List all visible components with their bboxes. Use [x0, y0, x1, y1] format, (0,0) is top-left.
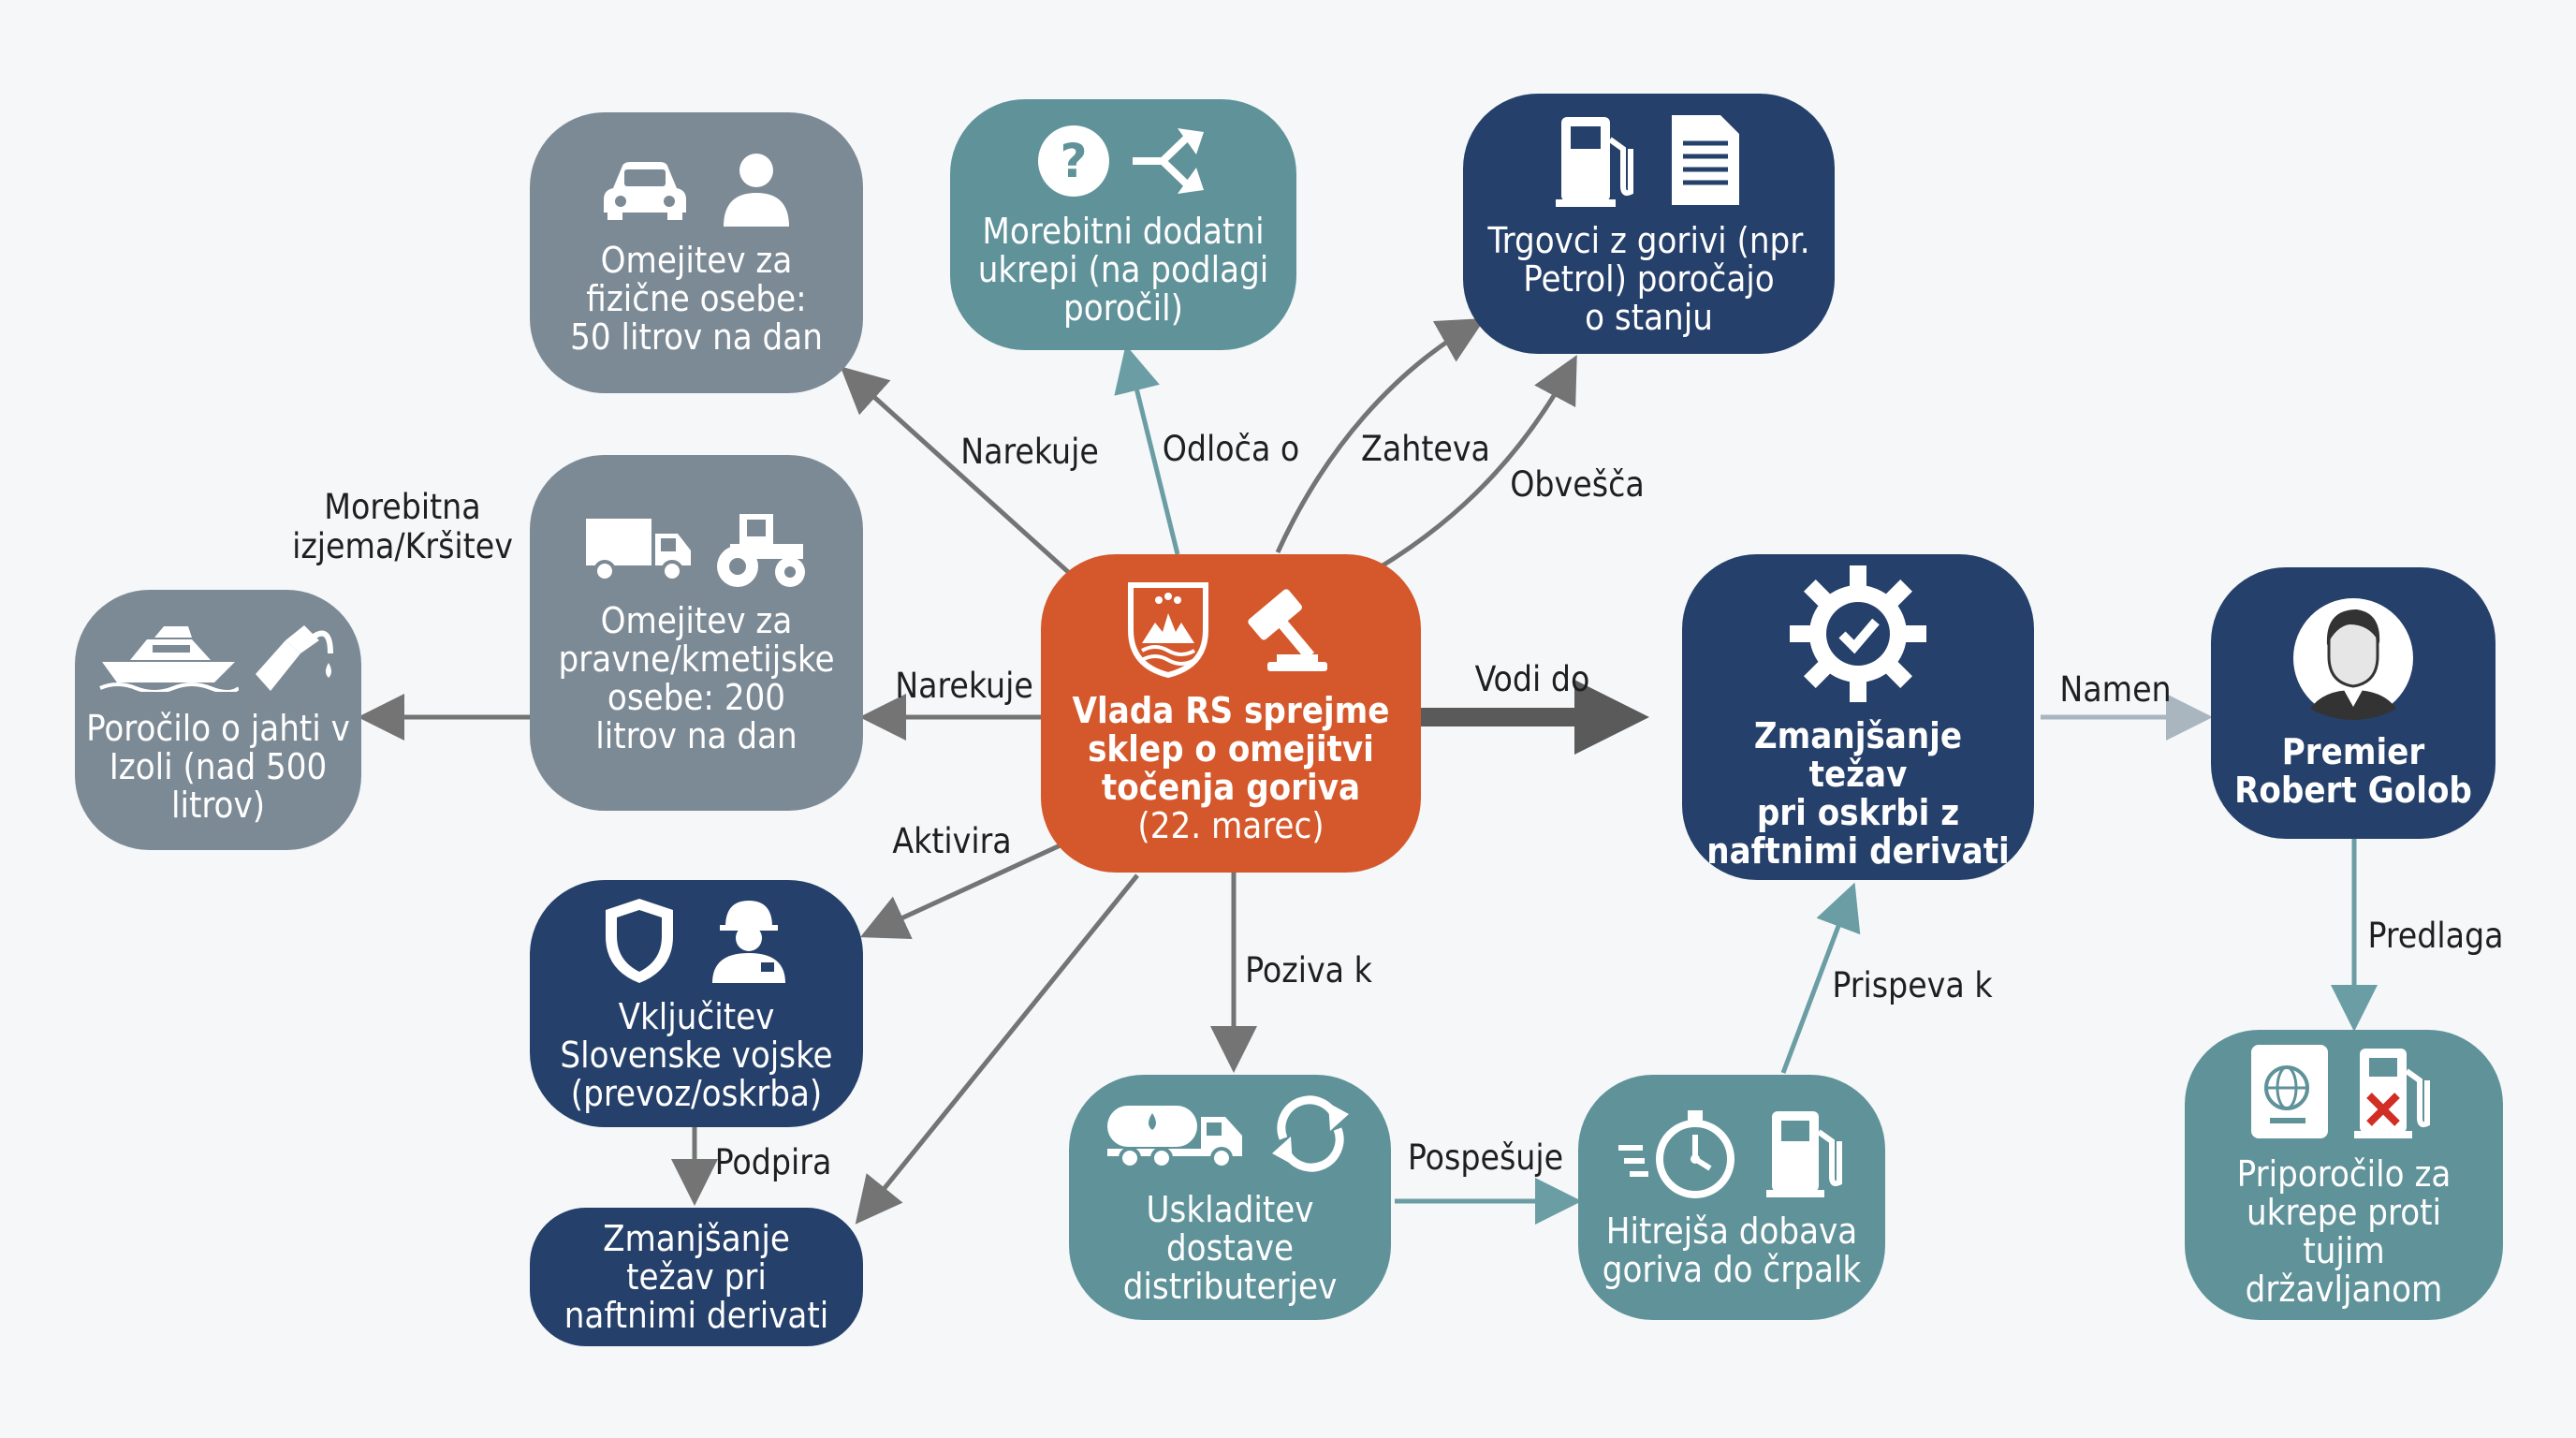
label-vodi: Vodi do	[1474, 659, 1590, 699]
node-recommend: Priporočilo za ukrepe proti tujim državl…	[2185, 1030, 2503, 1320]
fuel-pump-icon	[1766, 1111, 1842, 1197]
node-legal: Omejitev za pravne/kmetijske osebe: 200 …	[530, 455, 863, 811]
fuel-pump-icon	[1555, 116, 1633, 207]
node-retailers: Trgovci z gorivi (npr. Petrol) poročajo …	[1463, 94, 1835, 354]
label-prispeva: Prispeva k	[1832, 965, 1993, 1005]
node-recommend-text: Priporočilo za ukrepe proti tujim državl…	[2236, 1153, 2452, 1310]
node-faster-text: Hitrejša dobava goriva do črpalk	[1602, 1211, 1862, 1290]
label-narekuje-top: Narekuje	[960, 432, 1099, 472]
node-retailers-text: Trgovci z gorivi (npr. Petrol) poročajo …	[1487, 219, 1810, 338]
tractor-icon	[717, 514, 805, 587]
label-obvesca: Obvešča	[1510, 464, 1645, 505]
passport-icon	[2251, 1045, 2328, 1138]
label-izjema: Morebitna izjema/Kršitev	[292, 487, 513, 566]
edge-odloca	[1114, 345, 1180, 555]
gavel-icon	[1248, 589, 1327, 671]
label-odloca: Odloča o	[1162, 429, 1300, 469]
edge-zahteva	[1275, 318, 1486, 554]
edge-obvesca	[1355, 355, 1577, 583]
fuel-nozzle-icon	[256, 624, 333, 691]
node-individuals-text: Omejitev za fizične osebe: 50 litrov na …	[570, 239, 823, 358]
node-faster: Hitrejša dobava goriva do črpalk	[1578, 1075, 1885, 1320]
node-coordinate: Uskladitev dostave distributerjev	[1069, 1075, 1391, 1320]
label-zahteva: Zahteva	[1361, 429, 1490, 469]
node-reduce-text: Zmanjšanje težav pri naftnimi derivati	[564, 1217, 829, 1336]
tanker-truck-icon	[1107, 1105, 1242, 1169]
stopwatch-icon	[1618, 1110, 1734, 1198]
node-yacht: Poročilo o jahti v Izoli (nad 500 litrov…	[75, 590, 361, 850]
node-extra-measures-text: Morebitni dodatni ukrepi (na podlagi por…	[977, 210, 1269, 329]
node-individuals: Omejitev za fizične osebe: 50 litrov na …	[530, 112, 863, 393]
node-army: Vključitev Slovenske vojske (prevoz/oskr…	[530, 880, 863, 1127]
node-army-text: Vključitev Slovenske vojske (prevoz/oskr…	[560, 995, 833, 1114]
edge-narekuje-top	[840, 366, 1088, 590]
label-namen: Namen	[2059, 669, 2172, 710]
label-aktivira: Aktivira	[892, 821, 1012, 861]
node-premier-text: Premier Robert Golob	[2234, 731, 2472, 811]
question-icon: ?	[1038, 125, 1109, 197]
node-center-subtext: (22. marec)	[1137, 805, 1325, 846]
label-pospesuje: Pospešuje	[1407, 1137, 1564, 1178]
edge-aktivira	[859, 835, 1078, 940]
sync-icon	[1272, 1094, 1349, 1172]
edge-long	[855, 873, 1139, 1225]
node-goal: Zmanjšanje težav pri oskrbi z naftnimi d…	[1682, 554, 2034, 880]
car-icon	[604, 161, 686, 220]
label-narekuje-mid: Narekuje	[895, 666, 1033, 706]
node-center: Vlada RS sprejme sklep o omejitvi točenj…	[1041, 554, 1421, 873]
node-reduce: Zmanjšanje težav pri naftnimi derivati	[530, 1208, 863, 1346]
portrait-icon	[2293, 598, 2413, 720]
node-center-text: Vlada RS sprejme sklep o omejitvi točenj…	[1072, 690, 1390, 808]
yacht-icon	[99, 625, 239, 692]
node-coordinate-text: Uskladitev dostave distributerjev	[1122, 1188, 1338, 1307]
label-predlaga: Predlaga	[2367, 916, 2504, 956]
node-yacht-text: Poročilo o jahti v Izoli (nad 500 litrov…	[86, 707, 350, 826]
node-premier: Premier Robert Golob	[2211, 567, 2496, 839]
shield-icon	[606, 898, 673, 983]
label-podpira: Podpira	[714, 1142, 832, 1182]
node-extra-measures: ? Morebitni dodatni ukrepi (na podlagi p…	[950, 99, 1296, 350]
branch-arrows-icon	[1133, 127, 1204, 194]
person-icon	[724, 153, 789, 227]
truck-icon	[586, 519, 691, 582]
soldier-icon	[712, 900, 785, 983]
slovenia-coat-of-arms-icon	[1128, 582, 1208, 679]
document-icon	[1671, 114, 1739, 205]
node-legal-text: Omejitev za pravne/kmetijske osebe: 200 …	[558, 600, 835, 756]
edge-prispeva	[1780, 882, 1861, 1074]
svg-text:?: ?	[1060, 134, 1087, 188]
gear-check-icon	[1790, 565, 1926, 702]
node-goal-text: Zmanjšanje težav pri oskrbi z naftnimi d…	[1706, 715, 2010, 872]
fuel-pump-cross-icon	[2354, 1049, 2430, 1138]
label-poziva: Poziva k	[1245, 950, 1372, 990]
